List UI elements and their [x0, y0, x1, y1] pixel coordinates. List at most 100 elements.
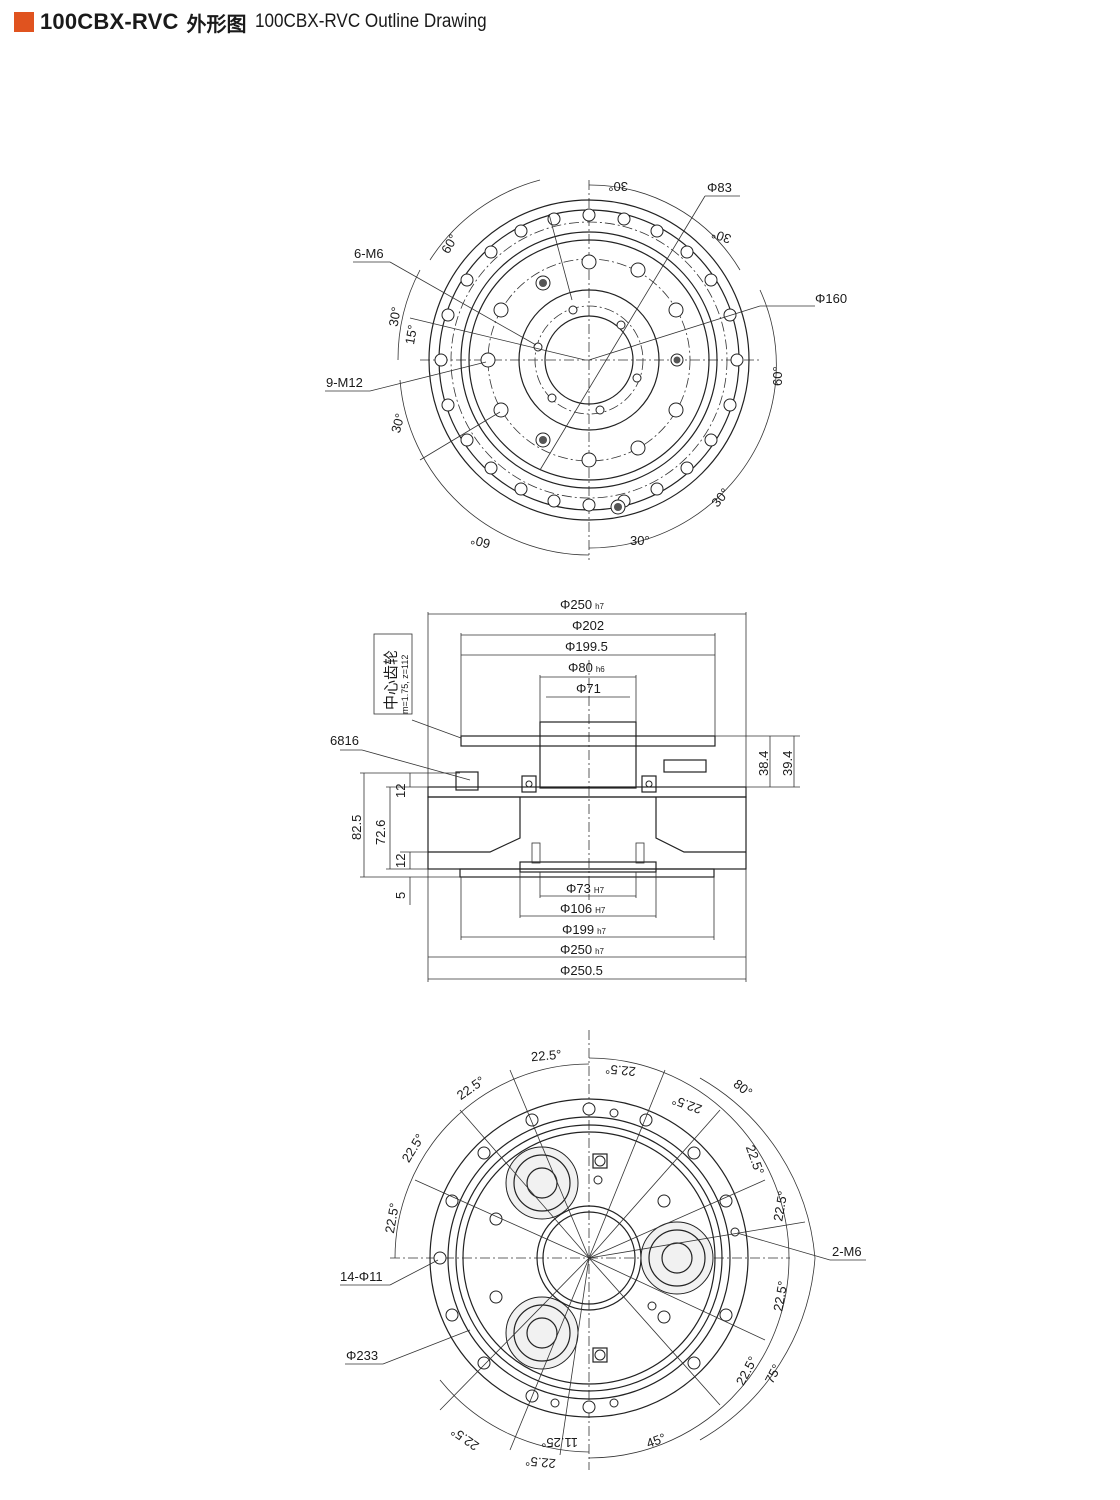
label-b-225-l3: 22.5°: [382, 1202, 402, 1235]
top-m12-leader: [369, 361, 487, 392]
label-top-30-tr: 30°: [709, 226, 733, 247]
top-outer-holes: [434, 208, 744, 512]
planet-gear-3-bore: [526, 1317, 558, 1349]
top-dim-arc-l: [397, 269, 421, 361]
top-m12-holes: [480, 254, 684, 468]
side-inner-right: [655, 797, 746, 853]
side-bearing-right-ball: [645, 780, 653, 788]
top-dim-arc-tr: [588, 184, 741, 271]
label-top-60-b: 60°: [469, 532, 492, 552]
label-top-60-r: 60°: [770, 366, 785, 386]
side-hub: [539, 721, 637, 789]
side-body: [427, 796, 747, 870]
top-view: Φ83 Φ160 6-M6 9-M12 30° 30° 60° 30° 15° …: [325, 179, 847, 560]
bottom-dim-arc-80: [699, 1077, 816, 1259]
top-ring-4: [468, 239, 710, 481]
bottom-dim-arc-75: [699, 1257, 816, 1441]
top-ring-3: [460, 231, 718, 489]
label-12-top: 12: [393, 784, 408, 798]
side-bearing-right: [641, 775, 657, 793]
label-b-225-r4: 22.5°: [733, 1354, 761, 1388]
bottom-ring-2: [447, 1116, 731, 1400]
side-pin-left: [531, 842, 541, 864]
side-small-gear-left: [455, 771, 479, 791]
label-b-225-r3: 22.5°: [770, 1280, 790, 1313]
bottom-outer-ring: [429, 1098, 749, 1418]
label-center-gear-params: m=1.75, z=112: [400, 655, 410, 714]
label-b-11-25: 11.25°: [541, 1435, 578, 1450]
top-phi83-leader: [539, 195, 706, 471]
top-dim-arc-bl: [399, 379, 590, 556]
label-39-4: 39.4: [780, 751, 795, 776]
label-phi202: Φ202: [572, 618, 604, 633]
label-b-80: 80°: [731, 1076, 756, 1100]
top-plug-4-core: [614, 503, 622, 511]
planet-gear-3-hub: [513, 1304, 571, 1362]
label-b-225-l2: 22.5°: [399, 1131, 428, 1165]
side-bottom-dims: [427, 869, 747, 982]
label-b-225-b2: 22.5°: [525, 1454, 557, 1472]
planet-gear-3: [505, 1296, 579, 1370]
label-phi250-5: Φ250.5: [560, 963, 603, 978]
label-top-60-tl: 60°: [438, 232, 461, 257]
label-b-phi233: Φ233: [346, 1348, 378, 1363]
bottom-ring-3: [455, 1124, 723, 1392]
title-accent-square: [14, 12, 34, 32]
label-phi160: Φ160: [815, 291, 847, 306]
label-b-225-t1: 22.5°: [530, 1047, 562, 1065]
label-b-225-t3: 22.5°: [670, 1092, 704, 1117]
model-title: 100CBX-RVC: [40, 9, 179, 34]
label-38-4: 38.4: [756, 751, 771, 776]
top-60deg-ref: [548, 213, 573, 301]
top-dim-arc-tl: [429, 179, 541, 261]
side-bearing-left-ball: [525, 780, 533, 788]
top-plug-3-core: [673, 356, 681, 364]
top-15deg-ref: [409, 317, 586, 361]
label-5: 5: [393, 892, 408, 899]
label-top-30-l: 30°: [386, 306, 404, 328]
bottom-m6-leader: [736, 1232, 831, 1261]
label-bearing-6816: 6816: [330, 733, 359, 748]
planet-gear-2-hub: [648, 1229, 706, 1287]
label-72-6: 72.6: [373, 820, 388, 845]
bottom-view: 22.5° 22.5° 22.5° 22.5° 22.5° 22.5° 80° …: [340, 1030, 866, 1471]
label-top-30-bl: 30°: [388, 412, 408, 435]
label-b-45: 45°: [644, 1430, 668, 1451]
planet-gear-1-bore: [526, 1167, 558, 1199]
top-bolt-circle: [450, 221, 728, 499]
bottom-bore-inner: [542, 1211, 636, 1305]
top-dim-arc-br: [588, 439, 761, 549]
planet-gear-2: [640, 1221, 714, 1295]
top-dim-arc-r: [759, 289, 777, 441]
bottom-dim-arc-bl: [439, 1379, 590, 1453]
bottom-dim-arc-br: [588, 1257, 790, 1459]
label-12-bottom: 12: [393, 854, 408, 868]
top-bore: [544, 315, 634, 405]
bottom-outer-holes: [433, 1102, 740, 1414]
label-top-m12: 9-M12: [326, 375, 363, 390]
bottom-dim-arc-tr: [588, 1057, 790, 1259]
title-english: 100CBX-RVC Outline Drawing: [254, 11, 487, 32]
top-plug-2-core: [539, 436, 547, 444]
side-center-gear-flange: [460, 735, 716, 747]
side-left-dims: [340, 749, 471, 905]
top-30deg-ref: [419, 411, 501, 461]
top-plug-1-core: [539, 279, 547, 287]
side-base: [459, 868, 715, 878]
label-phi83: Φ83: [707, 180, 732, 195]
label-b-phi11: 14-Φ11: [340, 1269, 383, 1284]
bottom-inner-holes: [489, 1153, 671, 1363]
label-b-75: 75°: [762, 1362, 784, 1386]
side-inner-left: [428, 797, 521, 853]
top-hub-ring: [518, 289, 660, 431]
label-b-225-t2: 22.5°: [605, 1062, 637, 1080]
label-phi199-5: Φ199.5: [565, 639, 608, 654]
label-top-m6: 6-M6: [354, 246, 384, 261]
side-bearing-left: [521, 775, 537, 793]
top-phi160-leader: [588, 305, 761, 361]
